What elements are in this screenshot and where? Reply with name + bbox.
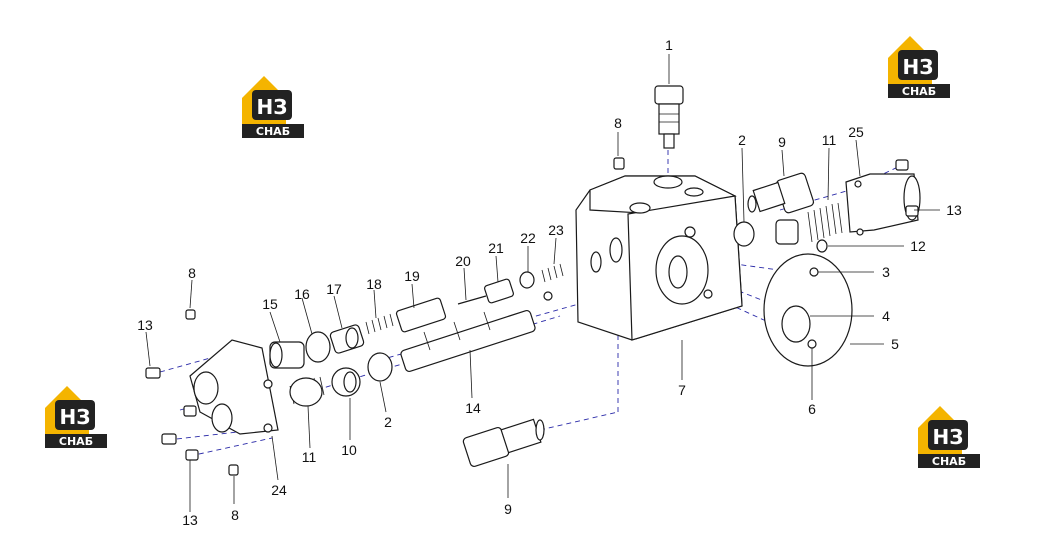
part-13-bolt bbox=[185, 449, 199, 461]
part-13-bolt bbox=[145, 367, 161, 379]
callout-4: 4 bbox=[882, 308, 890, 324]
callout-9: 9 bbox=[778, 134, 786, 150]
callout-1: 1 bbox=[665, 37, 673, 53]
part-5-gasket bbox=[763, 253, 853, 367]
callout-9: 9 bbox=[504, 501, 512, 517]
part-17-cap bbox=[329, 324, 365, 354]
callout-2: 2 bbox=[384, 414, 392, 430]
callout-20: 20 bbox=[455, 253, 471, 269]
part-18-spring bbox=[365, 313, 394, 335]
callout-7: 7 bbox=[678, 382, 686, 398]
callout-19: 19 bbox=[404, 268, 420, 284]
callout-18: 18 bbox=[366, 276, 382, 292]
part-8-plug bbox=[228, 464, 239, 476]
callout-2: 2 bbox=[738, 132, 746, 148]
part-13-bolt bbox=[905, 205, 919, 217]
part-11-spring bbox=[289, 376, 325, 407]
callout-21: 21 bbox=[488, 240, 504, 256]
valve-body bbox=[575, 175, 743, 341]
brand-logo-top-right: НЗ СНАБ bbox=[888, 36, 950, 98]
part-2-o-ring bbox=[733, 221, 755, 247]
callout-12: 12 bbox=[910, 238, 926, 254]
callout-16: 16 bbox=[294, 286, 310, 302]
part-13-bolt bbox=[895, 159, 909, 171]
part-13-bolt bbox=[161, 433, 177, 445]
part-10-collar bbox=[331, 367, 361, 397]
part-13-bolt bbox=[183, 405, 197, 417]
part-19-plunger bbox=[395, 297, 447, 333]
callout-leaders bbox=[145, 54, 940, 512]
callout-11: 11 bbox=[822, 132, 837, 148]
part-9-solenoid-cartridge bbox=[462, 418, 545, 468]
part-23-spring bbox=[541, 263, 564, 283]
callout-5: 5 bbox=[891, 336, 899, 352]
part-21-sleeve bbox=[484, 278, 514, 304]
callout-8: 8 bbox=[188, 265, 196, 281]
part-2-o-ring bbox=[367, 352, 393, 382]
callout-13: 13 bbox=[137, 317, 153, 333]
part-15-bushing bbox=[269, 341, 305, 369]
part-22-o-ring bbox=[519, 271, 553, 301]
callout-10: 10 bbox=[341, 442, 357, 458]
callout-8: 8 bbox=[614, 115, 622, 131]
brand-logo-top-left: НЗ СНАБ bbox=[242, 76, 304, 138]
callout-25: 25 bbox=[848, 124, 864, 140]
callout-14: 14 bbox=[465, 400, 481, 416]
callout-13: 13 bbox=[946, 202, 962, 218]
callout-17: 17 bbox=[326, 281, 342, 297]
part-25-end-cover bbox=[845, 173, 921, 236]
logo-letters: НЗ bbox=[933, 425, 964, 449]
part-12-o-ring bbox=[816, 239, 828, 253]
brand-logo-mid-left: НЗ СНАБ bbox=[45, 386, 107, 448]
callout-3: 3 bbox=[882, 264, 890, 280]
part-20-pin bbox=[457, 295, 487, 305]
part-11-spring bbox=[775, 202, 843, 245]
part-16-o-ring bbox=[305, 331, 331, 363]
logo-letters: НЗ bbox=[257, 95, 288, 119]
callout-24: 24 bbox=[271, 482, 287, 498]
part-8-plug bbox=[613, 157, 625, 170]
logo-caption: СНАБ bbox=[256, 125, 290, 138]
brand-logo-mid-right: НЗ СНАБ bbox=[918, 406, 980, 468]
logo-letters: НЗ bbox=[60, 405, 91, 429]
callout-8: 8 bbox=[231, 507, 239, 523]
logo-caption: СНАБ bbox=[902, 85, 936, 98]
logo-letters: НЗ bbox=[903, 55, 934, 79]
callout-13: 13 bbox=[182, 512, 198, 528]
callout-22: 22 bbox=[520, 230, 536, 246]
callout-11: 11 bbox=[302, 449, 317, 465]
callout-23: 23 bbox=[548, 222, 564, 238]
part-24-cover bbox=[189, 339, 279, 435]
part-14-spool bbox=[400, 309, 536, 373]
callout-6: 6 bbox=[808, 401, 816, 417]
logo-caption: СНАБ bbox=[59, 435, 93, 448]
part-1-relief-valve bbox=[654, 85, 684, 149]
callout-15: 15 bbox=[262, 296, 278, 312]
logo-caption: СНАБ bbox=[932, 455, 966, 468]
part-9-solenoid-cartridge bbox=[747, 172, 815, 214]
callout-labels: 1 8 2 9 11 25 13 12 3 4 5 6 7 23 22 21 2… bbox=[137, 37, 962, 528]
part-8-plug bbox=[185, 309, 196, 320]
